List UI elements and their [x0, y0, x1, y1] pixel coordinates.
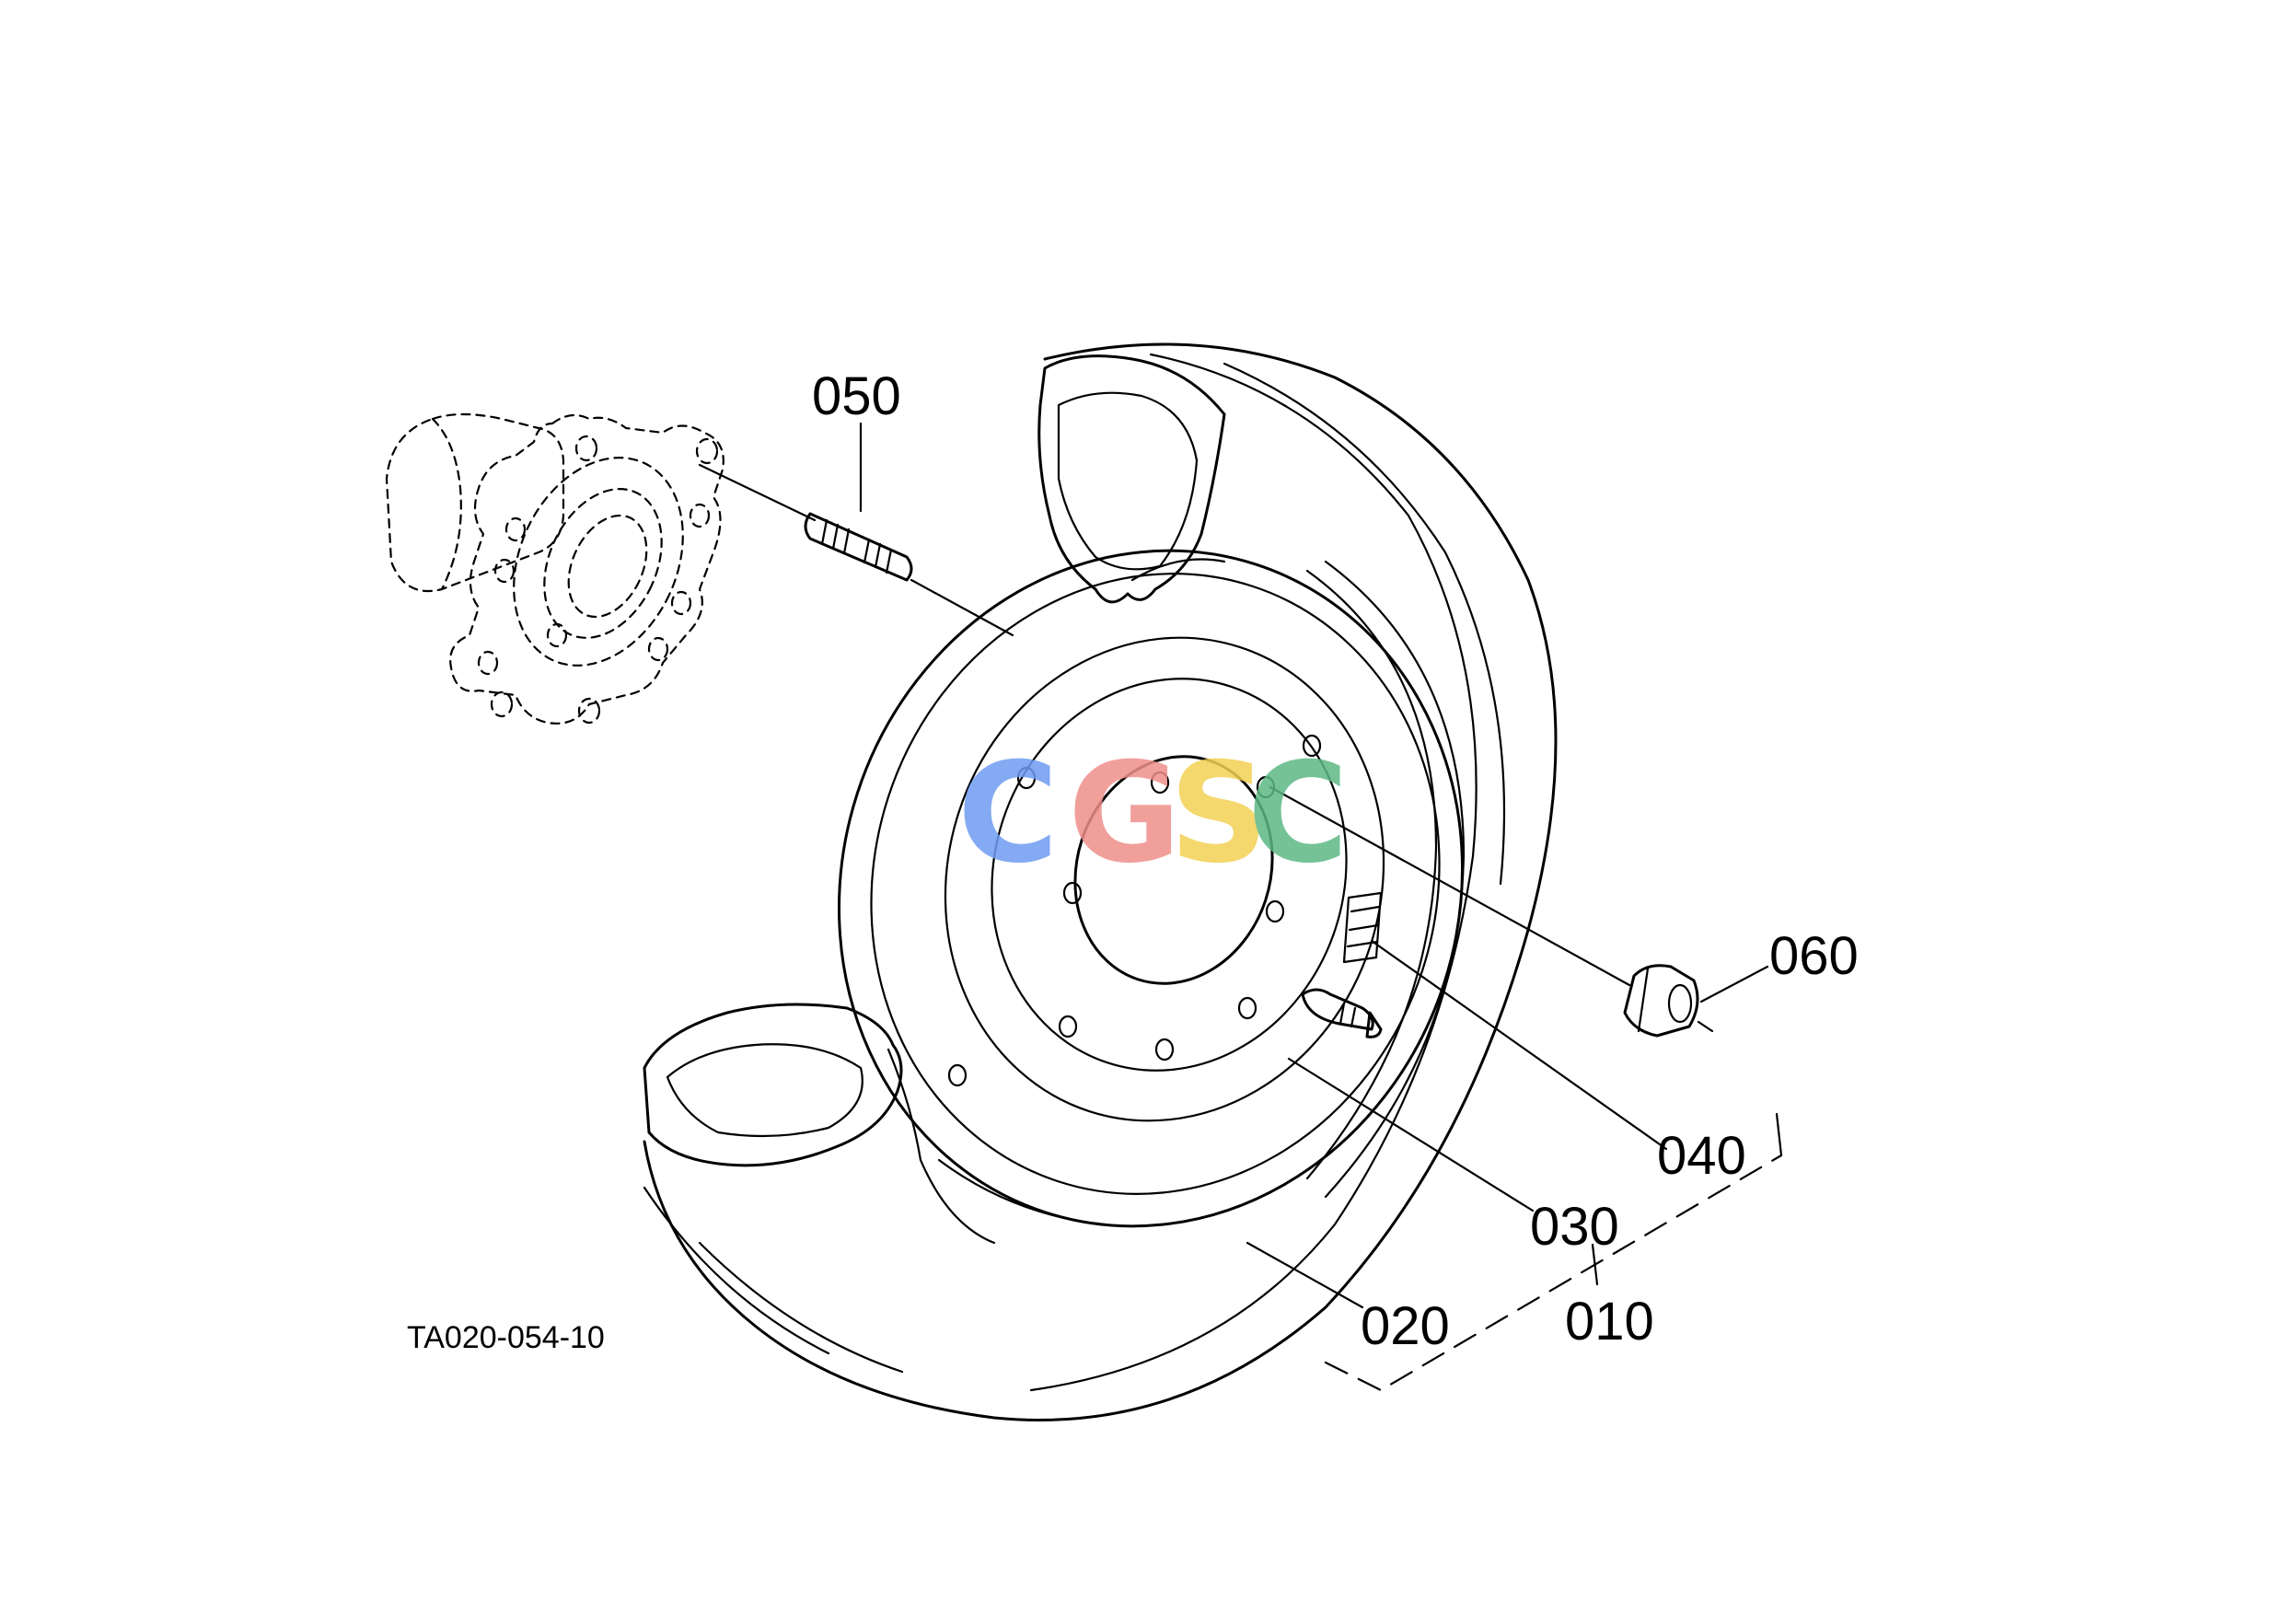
part-label-010: 010 — [1565, 1292, 1654, 1351]
wheel-hub-flange — [385, 412, 724, 725]
leader-lines — [859, 422, 1783, 1392]
watermark-letter-2: G — [1068, 734, 1181, 894]
watermark-logo: C G S C — [957, 734, 1349, 894]
drawing-code: TA020-054-10 — [407, 1320, 605, 1355]
part-label-030: 030 — [1530, 1197, 1619, 1257]
watermark-letter-4: C — [1247, 734, 1349, 894]
tire — [643, 342, 1558, 1421]
wheel-stud-bolt — [698, 463, 1014, 637]
wheel-rim-disc — [838, 549, 1466, 1228]
tire-valve — [1301, 988, 1383, 1038]
watermark-letter-3: S — [1169, 734, 1269, 894]
wheel-nut — [1623, 964, 1714, 1038]
part-label-050: 050 — [812, 366, 901, 426]
part-label-060: 060 — [1769, 926, 1859, 986]
part-label-040: 040 — [1657, 1126, 1746, 1186]
part-label-020: 020 — [1361, 1296, 1450, 1356]
watermark-letter-1: C — [957, 734, 1059, 894]
